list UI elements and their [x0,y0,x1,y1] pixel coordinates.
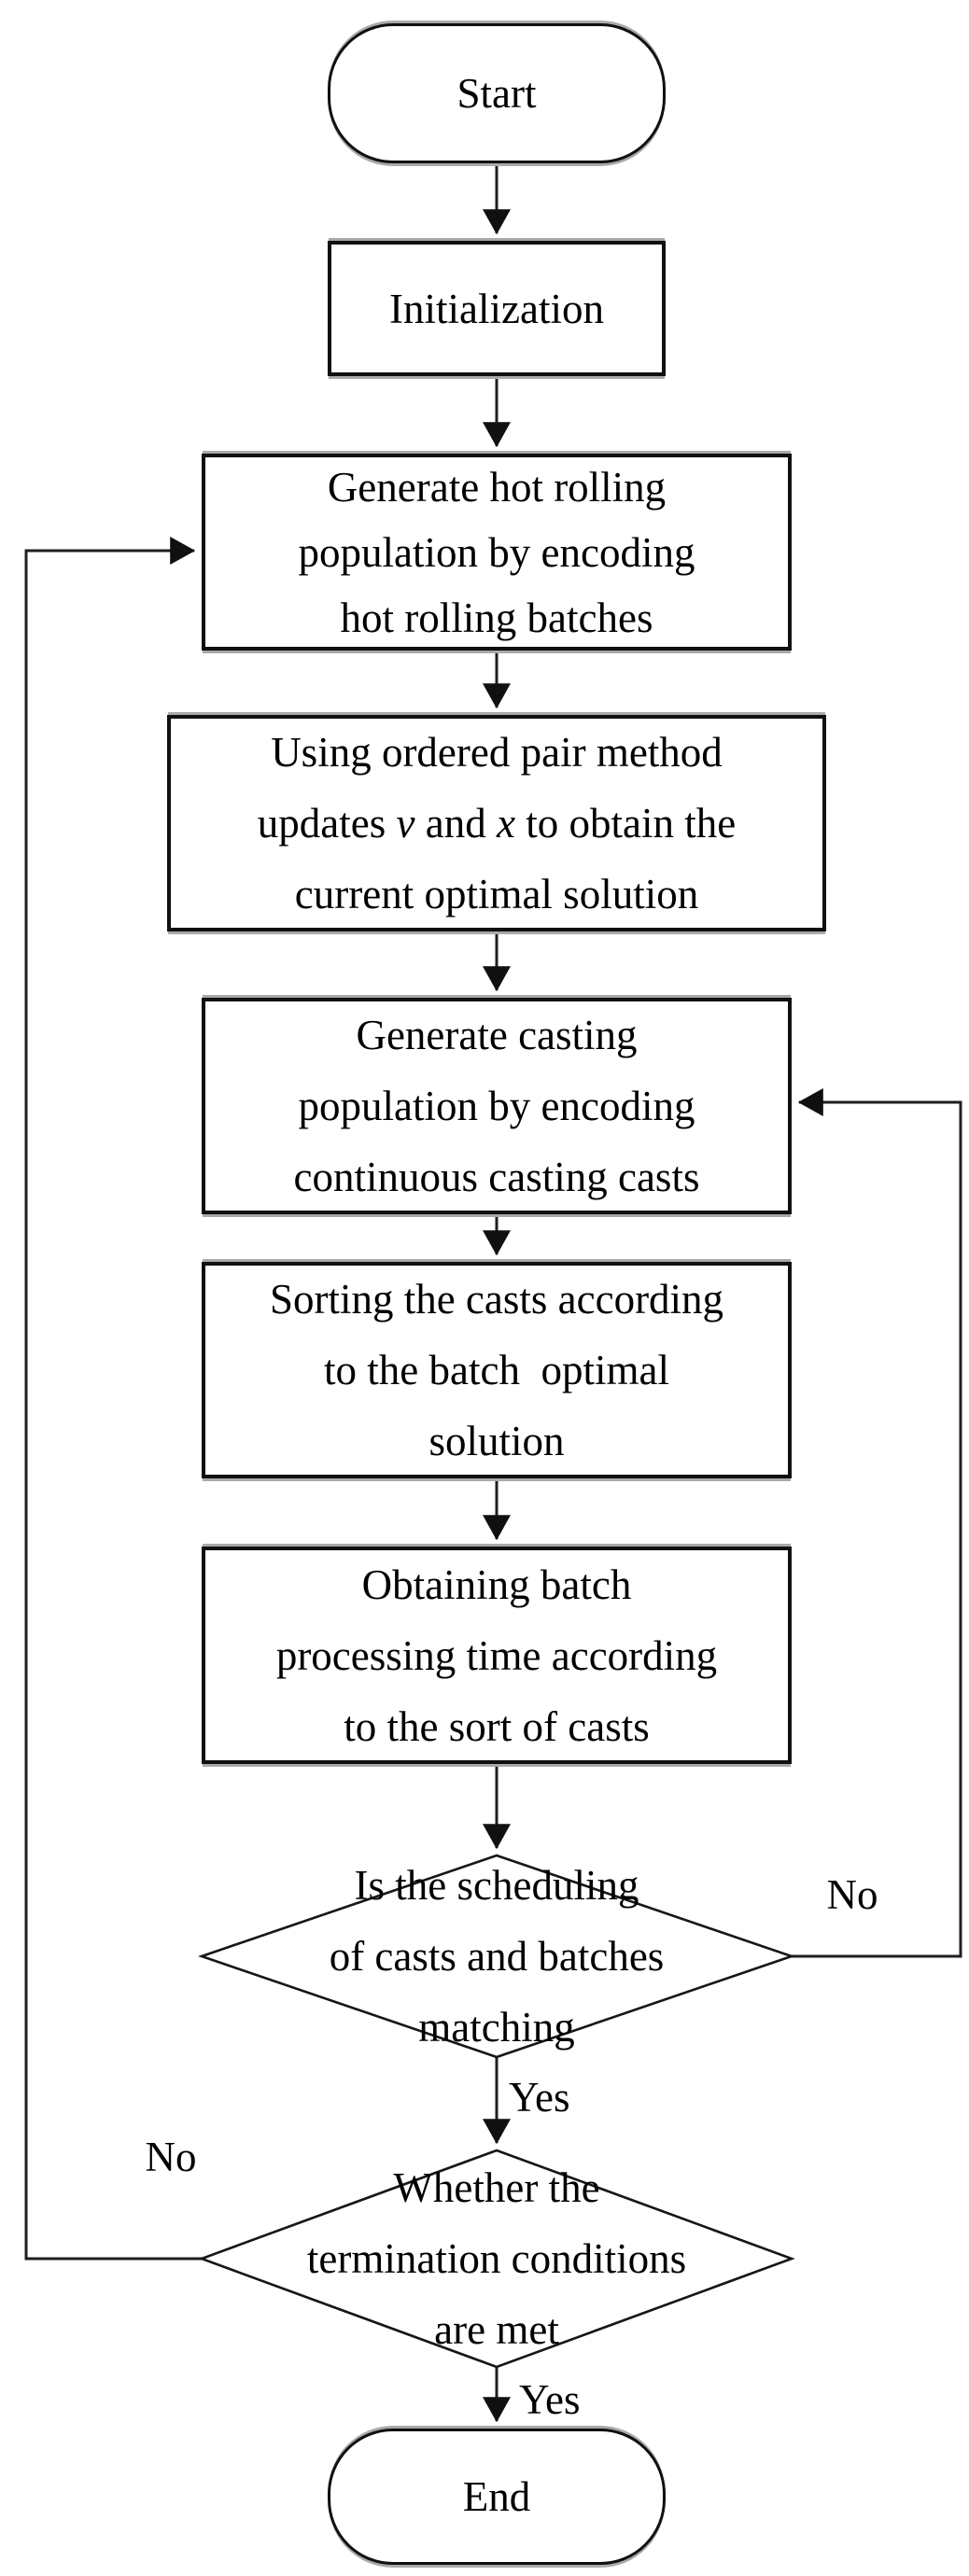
initialization-label: Initialization [389,285,604,332]
generate-hot-rolling-node: Generate hot rolling population by encod… [202,454,792,651]
node-line: are met [434,2306,559,2353]
ordered-pair-node: Using ordered pair method updates v and … [167,715,826,931]
end-label: End [462,2473,531,2520]
generate-casting-node: Generate casting population by encoding … [202,998,792,1214]
initialization-node: Initialization [328,241,666,376]
edge-label-yes-termination: Yes [519,2376,581,2423]
node-line: to the batch optimal [324,1347,669,1393]
decision-matching-text: Is the scheduling of casts and batches m… [202,1855,792,2057]
node-line: processing time according [275,1631,718,1679]
node-line: Generate casting [356,1012,638,1058]
decision-termination-text: Whether the termination conditions are m… [202,2150,792,2367]
node-line: solution [428,1418,565,1464]
node-line: population by encoding [298,1083,695,1129]
obtaining-node: Obtaining batch processing time accordin… [202,1547,792,1764]
start-node: Start [328,23,666,163]
var-x: x [496,800,515,847]
sorting-node: Sorting the casts according to the batch… [202,1262,792,1478]
node-line: matching [418,2004,575,2051]
node-line: hot rolling batches [340,594,653,641]
edge-label-no-left: No [145,2134,197,2180]
node-line: termination conditions [306,2235,687,2282]
node-line: Generate hot rolling [327,463,667,511]
var-v: v [396,800,415,847]
node-line: to the sort of casts [344,1702,650,1750]
edge-label-no-right: No [826,1871,878,1918]
node-line: updates v and x to obtain the [257,800,737,847]
node-line: continuous casting casts [293,1154,700,1200]
node-line: Whether the [393,2164,600,2211]
node-line: Sorting the casts according [269,1276,724,1323]
decision-termination-shape [198,2149,795,2369]
node-line: Using ordered pair method [271,729,723,776]
loop-matching-no-to-casting [792,1088,962,1958]
node-line: population by encoding [298,528,695,576]
node-line: current optimal solution [294,871,699,917]
node-line: Is the scheduling [354,1862,639,1909]
loop-termination-no-to-hot-rolling [24,537,202,2261]
edge-label-yes-matching: Yes [509,2074,570,2121]
start-label: Start [456,70,537,117]
end-node: End [328,2429,666,2565]
node-line: Obtaining batch [361,1561,632,1608]
node-line: of casts and batches [329,1933,665,1980]
decision-matching-shape [197,1854,796,2059]
